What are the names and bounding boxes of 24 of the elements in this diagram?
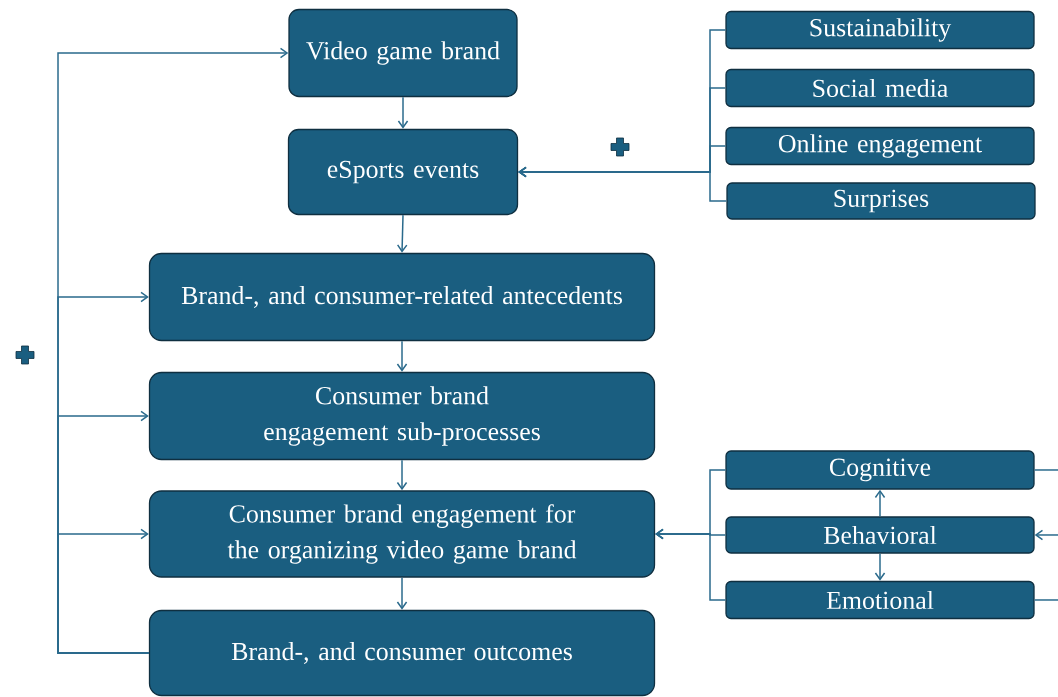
arrow [396, 576, 408, 610]
process-box: Cognitive [725, 450, 1035, 490]
process-box: Consumer brand engagement for the organizing video game brand [148, 490, 656, 578]
arrow [397, 96, 409, 129]
process-box: Social media [725, 68, 1035, 108]
process-box: Brand-, and consumer-related antecedents [148, 252, 656, 342]
process-box: Brand-, and consumer outcomes [148, 609, 656, 697]
arrow [874, 489, 886, 518]
process-box: Surprises [726, 182, 1036, 220]
arrow [396, 459, 408, 491]
process-box: Consumer brand engagement sub-processes [148, 371, 656, 461]
process-box: Emotional [725, 580, 1035, 620]
arrow [396, 340, 408, 372]
arrow [57, 528, 150, 654]
process-box: Online engagement [725, 126, 1035, 166]
arrow [396, 214, 408, 253]
process-box: eSports events [287, 128, 519, 216]
arrow [655, 528, 727, 601]
arrow [518, 166, 728, 202]
arrow [1034, 529, 1058, 541]
process-box: Video game brand [288, 8, 518, 98]
process-box: Sustainability [725, 10, 1035, 50]
arrow [874, 552, 886, 581]
process-box: Behavioral [725, 516, 1035, 554]
